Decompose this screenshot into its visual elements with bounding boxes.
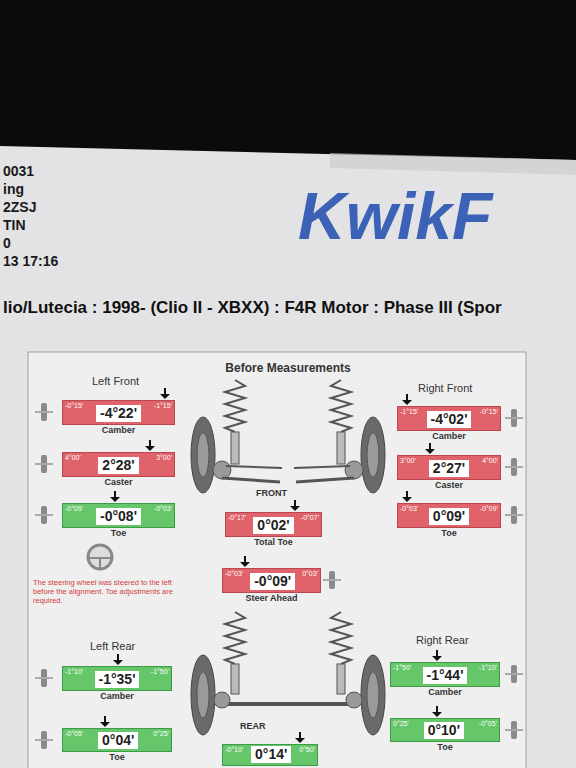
- header-field: 13 17:16: [3, 253, 58, 269]
- measured-value: -1°44': [423, 667, 468, 684]
- spec-limit: -0°03': [225, 570, 243, 578]
- header-field: 2ZSJ: [3, 199, 36, 215]
- measured-value: 0°10': [424, 722, 464, 739]
- measured-value: 0°02': [253, 517, 293, 534]
- wheel-position: Left Front: [92, 375, 139, 388]
- measured-value: -4°02': [427, 411, 472, 428]
- vehicle-model: lio/Lutecia : 1998- (Clio II - XBXX) : F…: [3, 298, 502, 318]
- header-field: 0: [3, 235, 11, 251]
- measurement-caption: Camber: [378, 431, 520, 441]
- spec-limit: -0°17': [228, 514, 246, 522]
- rear-suspension: [191, 612, 385, 735]
- spec-limit: -0°15': [480, 408, 498, 416]
- header-field: ing: [3, 181, 24, 197]
- front-suspension: [191, 380, 385, 493]
- measured-value: 2°27': [429, 460, 469, 477]
- measurement-box: -0°05'0°04'0°25'Toe: [62, 728, 172, 752]
- spec-limit: 0°03': [302, 570, 318, 578]
- measurement-box: 0°25'0°10'-0°05'Toe: [390, 718, 500, 742]
- warning-note: The steering wheel was steered to the le…: [33, 578, 173, 605]
- measured-value: -4°22': [96, 405, 141, 422]
- measurement-caption: Total Toe: [206, 537, 341, 547]
- measured-value: 0°09': [429, 508, 469, 525]
- brand-logo: KwikF: [298, 178, 492, 254]
- measurement-box: -1°10'-1°35'-1°50'Camber: [62, 666, 172, 691]
- steering-wheel-icon: [88, 545, 112, 569]
- spec-limit: 4°00': [65, 454, 81, 462]
- measured-value: 2°28': [98, 457, 138, 474]
- measurement-caption: Caster: [378, 480, 520, 490]
- measured-value: 0°04': [98, 732, 138, 749]
- spec-limit: -1°50': [393, 664, 411, 672]
- diagram-heading: Before Measurements: [168, 361, 408, 375]
- spec-limit: -1°10': [479, 664, 497, 672]
- measurement-caption: Camber: [371, 687, 519, 697]
- spec-limit: -1°15': [154, 402, 172, 410]
- measurement-caption: Toe: [43, 752, 191, 762]
- wheel-position: Right Rear: [416, 634, 469, 647]
- spec-limit: -0°09': [65, 505, 83, 513]
- spec-limit: -1°15': [400, 408, 418, 416]
- measured-value: -1°35': [95, 671, 140, 688]
- spec-limit: -1°10': [65, 668, 83, 676]
- spec-limit: -0°03': [154, 505, 172, 513]
- measurement-box: -0°17'0°02'-0°07'Total Toe: [225, 512, 322, 537]
- spec-limit: -0°09': [480, 505, 498, 513]
- measurement-caption: Steer Ahead: [203, 593, 340, 603]
- measurement-box: -0°15'-4°22'-1°15'Camber: [62, 400, 175, 425]
- wheel-position: Left Rear: [90, 640, 135, 653]
- measurement-icons: [35, 403, 523, 749]
- spec-limit: -0°15': [65, 402, 83, 410]
- spec-limit: 0°25': [153, 730, 169, 738]
- wheel-position: Right Front: [418, 382, 472, 395]
- measurement-caption: Toe: [378, 528, 520, 538]
- measurement-caption: Toe: [43, 528, 194, 538]
- measurement-caption: Camber: [43, 425, 194, 435]
- diagram-frame: [28, 352, 526, 768]
- measurement-box: -1°50'-1°44'-1°10'Camber: [390, 662, 500, 687]
- measurement-caption: Caster: [43, 477, 194, 487]
- measured-value: -0°08': [96, 508, 141, 525]
- measurement-box: -0°09'-0°08'-0°03'Toe: [62, 503, 175, 528]
- header-field: TIN: [3, 217, 26, 233]
- spec-limit: -0°07': [301, 514, 319, 522]
- spec-limit: -1°50': [151, 668, 169, 676]
- measurement-box: 4°00'2°28'3°00'Caster: [62, 452, 175, 477]
- measurement-box: -1°15'-4°02'-0°15'Camber: [397, 406, 501, 431]
- measurement-caption: Camber: [43, 691, 191, 701]
- spec-limit: 0°25': [393, 720, 409, 728]
- axle-label: REAR: [240, 721, 266, 731]
- spec-limit: 0°50': [299, 746, 315, 754]
- spec-limit: -0°05': [65, 730, 83, 738]
- measurement-box: -0°03'0°09'-0°09'Toe: [397, 503, 501, 528]
- spec-limit: 3°00': [400, 457, 416, 465]
- spec-limit: 3°00': [156, 454, 172, 462]
- measurement-box: 3°00'2°27'4°00'Caster: [397, 455, 501, 480]
- measurement-box: -0°10' 0°14' 0°50': [222, 744, 318, 766]
- spec-limit: 4°00': [482, 457, 498, 465]
- spec-limit: -0°10': [225, 746, 243, 754]
- axle-label: FRONT: [256, 488, 287, 498]
- paper-shadow: [330, 153, 576, 175]
- spec-limit: -0°05': [479, 720, 497, 728]
- measured-value: 0°14': [251, 746, 291, 763]
- header-field: 0031: [3, 163, 34, 179]
- measurement-box: -0°03'-0°09'0°03'Steer Ahead: [222, 568, 321, 593]
- measured-value: -0°09': [250, 573, 295, 590]
- spec-limit: -0°03': [400, 505, 418, 513]
- measurement-caption: Toe: [371, 742, 519, 752]
